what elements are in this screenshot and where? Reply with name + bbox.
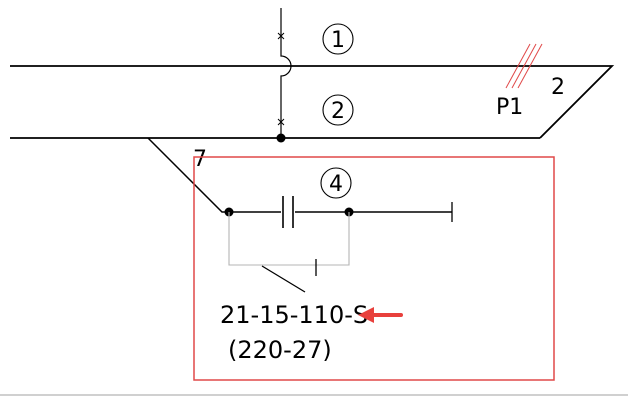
circle-label-2: 2 <box>331 99 345 124</box>
track-top-line <box>10 65 615 139</box>
circle-label-4: 4 <box>329 172 343 197</box>
insulator-id-label: 21-15-110-S <box>220 301 368 329</box>
junction-node-top <box>276 133 286 143</box>
insulator-sub-label: (220-27) <box>228 336 332 364</box>
circle-marker-2 <box>322 94 354 126</box>
highlight-box <box>193 156 555 381</box>
left-arrow-icon <box>358 307 403 323</box>
vertical-wire <box>280 8 292 138</box>
circle-marker-1 <box>322 23 354 55</box>
track-label-2: 2 <box>551 75 565 100</box>
wire-cross-marks <box>277 32 285 126</box>
circle-label-1: 1 <box>331 28 345 53</box>
circle-marker-4 <box>320 167 352 199</box>
p1-hatch-marks <box>505 43 543 89</box>
branch-diagonal-line <box>147 137 229 213</box>
leader-line <box>261 265 306 293</box>
track-label-7: 7 <box>193 147 207 172</box>
grey-bracket <box>228 212 350 266</box>
p1-label: P1 <box>496 95 523 120</box>
